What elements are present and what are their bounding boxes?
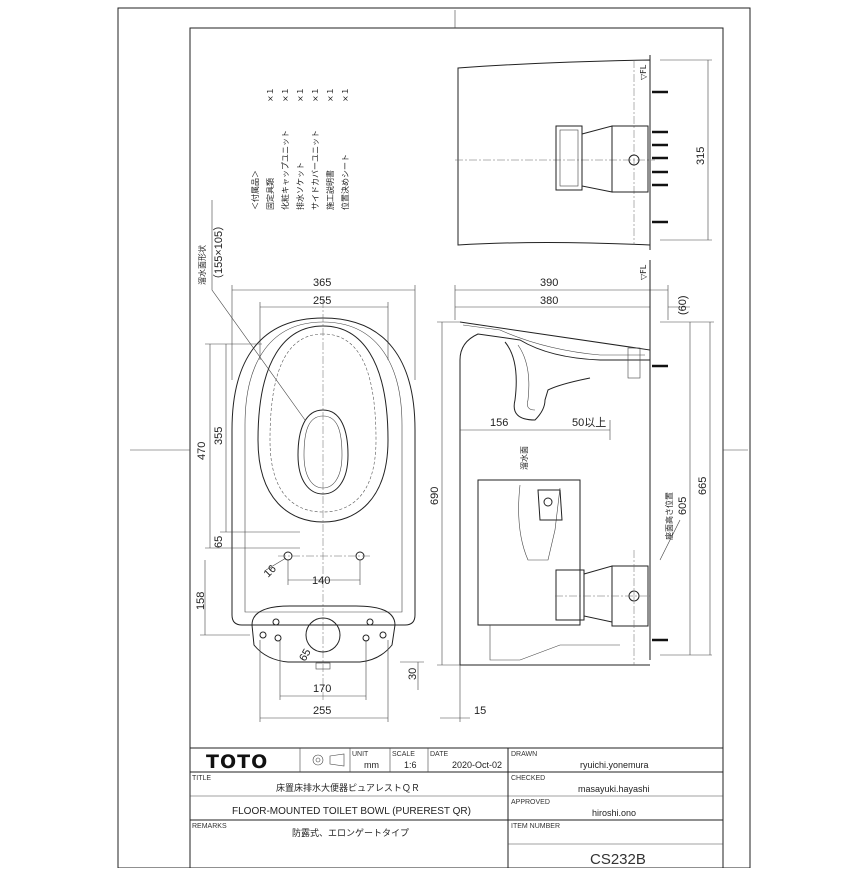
- drawing-frame: [189, 27, 724, 869]
- date-label: DATE: [430, 751, 448, 758]
- title-en: FLOOR-MOUNTED TOILET BOWL (PUREREST QR): [232, 806, 471, 817]
- accessory-qty: ×１: [266, 87, 275, 102]
- dim-390: 390: [540, 277, 558, 289]
- dim-50: 50以上: [572, 416, 606, 429]
- accessories-list: ＜付属品＞ 固定具類 ×１ 化粧キャップユニット ×１ 排水ソケット ×１ サイ…: [250, 87, 350, 210]
- accessory-qty: ×１: [281, 87, 290, 102]
- remarks-value: 防露式、エロンゲートタイプ: [292, 827, 409, 839]
- accessory-item: 位置決めシート: [340, 154, 350, 210]
- accessory-item: サイドカバーユニット: [311, 130, 320, 210]
- drain-shape-size: （155×105）: [212, 220, 225, 285]
- rear-view: ▽FL 315: [455, 55, 712, 250]
- fl-label-mid: ▽FL: [639, 264, 648, 280]
- dim-30: 30: [407, 668, 419, 680]
- dim-158: 158: [195, 592, 207, 610]
- dim-255b: 255: [313, 705, 331, 717]
- side-body-outline: [459, 321, 651, 666]
- scale-value: 1:6: [404, 760, 417, 770]
- date-value: 2020-Oct-02: [452, 760, 502, 770]
- dim-15: 15: [474, 705, 486, 717]
- dim-170: 170: [313, 683, 331, 695]
- dim-255: 255: [313, 295, 331, 307]
- dim-355: 355: [213, 427, 225, 445]
- drawn-value: ryuichi.yonemura: [580, 760, 649, 770]
- brand-logo: TOTO: [206, 751, 268, 773]
- approved-label: APPROVED: [511, 799, 550, 806]
- accessory-qty: ×１: [326, 87, 335, 102]
- dim-156: 156: [490, 417, 508, 429]
- dim-605: 605: [677, 497, 689, 515]
- accessory-qty: ×１: [296, 87, 305, 102]
- title-label: TITLE: [192, 775, 211, 782]
- water-surface-label: 溜水面: [519, 446, 529, 470]
- dim-65: 65: [213, 536, 225, 548]
- rear-body-outline: [457, 59, 651, 246]
- dim-690: 690: [429, 487, 441, 505]
- projection-symbol-icon: [312, 754, 324, 766]
- dim-60: (60): [677, 295, 689, 315]
- bowl-outer: [231, 317, 416, 626]
- scale-label: SCALE: [392, 751, 415, 758]
- base-plate: [251, 605, 396, 663]
- accessory-qty: ×１: [311, 87, 320, 102]
- title-block: TOTO UNIT mm SCALE 1:6 DATE 2020-Oct-02 …: [189, 747, 724, 869]
- dim-365: 365: [313, 277, 331, 289]
- dim-470: 470: [196, 442, 208, 460]
- dim-315: 315: [695, 147, 707, 165]
- remarks-label: REMARKS: [192, 823, 227, 830]
- drain-outlet: [305, 617, 341, 653]
- accessory-qty: ×１: [341, 87, 350, 102]
- dim-665: 665: [697, 477, 709, 495]
- dim-16: 16: [262, 563, 279, 580]
- dim-380: 380: [540, 295, 558, 307]
- approved-value: hiroshi.ono: [592, 808, 636, 818]
- fl-label-top: ▽FL: [639, 64, 648, 80]
- checked-value: masayuki.hayashi: [578, 784, 650, 794]
- title-jp: 床置床排水大便器ピュアレストＱＲ: [276, 782, 420, 794]
- bolts: [652, 90, 668, 224]
- drawn-label: DRAWN: [511, 751, 537, 758]
- checked-label: CHECKED: [511, 775, 545, 782]
- plan-view: 365 255 溜水面形状 （155×105） 470 355 65 16: [195, 200, 424, 722]
- accessory-item: 固定具類: [265, 178, 275, 210]
- item-number-value: CS232B: [590, 851, 646, 868]
- item-number-label: ITEM NUMBER: [511, 823, 560, 830]
- trap-curve: [504, 341, 591, 421]
- accessory-item: 施工説明書: [325, 170, 335, 210]
- unit-value: mm: [364, 760, 379, 770]
- drain-shape-label: 溜水面形状: [197, 245, 207, 285]
- accessories-header: ＜付属品＞: [250, 170, 260, 210]
- unit-label: UNIT: [352, 751, 369, 758]
- accessory-item: 排水ソケット: [295, 162, 305, 210]
- dim-65b: 65: [297, 647, 314, 664]
- accessory-item: 化粧キャップユニット: [280, 130, 290, 210]
- seat-height-label: 座面高さ位置: [664, 492, 674, 540]
- lower-chamber: [477, 479, 581, 626]
- side-view: 390 380 ▽FL (60) 溜水面 156 50以上: [429, 260, 714, 722]
- dim-140: 140: [312, 575, 330, 587]
